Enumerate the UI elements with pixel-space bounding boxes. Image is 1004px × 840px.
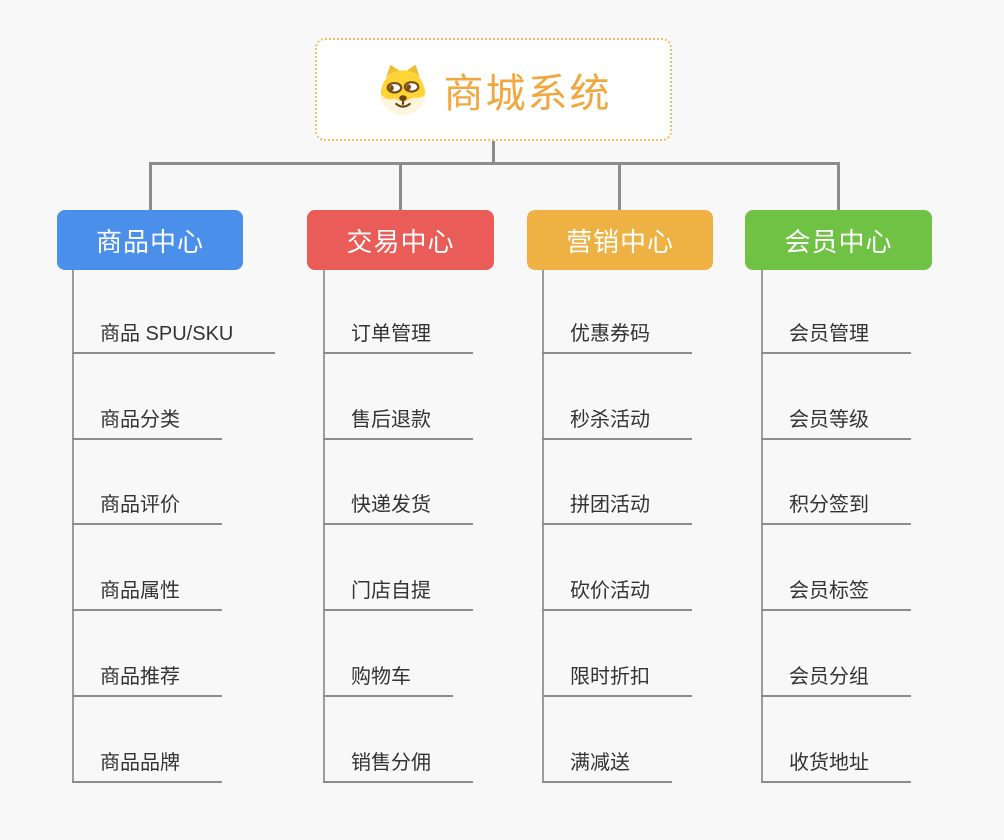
branch-node-trade-center[interactable]: 交易中心 — [307, 210, 494, 270]
trunk-line-marketing-center — [542, 270, 544, 783]
branch-label: 会员中心 — [784, 226, 893, 257]
leaf-node[interactable]: 购物车 — [323, 665, 453, 697]
leaf-node[interactable]: 门店自提 — [323, 579, 473, 611]
connector-drop-member — [837, 163, 840, 210]
branch-label: 商品中心 — [95, 226, 204, 257]
leaf-node[interactable]: 商品分类 — [72, 408, 222, 440]
leaf-node[interactable]: 收货地址 — [761, 751, 911, 783]
leaf-node[interactable]: 商品品牌 — [72, 751, 222, 783]
trunk-line-product-center — [72, 270, 74, 783]
connector-main-horizontal — [149, 162, 840, 165]
leaf-node[interactable]: 秒杀活动 — [542, 408, 692, 440]
leaf-node[interactable]: 商品属性 — [72, 579, 222, 611]
leaf-node[interactable]: 满减送 — [542, 751, 672, 783]
connector-drop-marketing — [618, 163, 621, 210]
branch-node-product-center[interactable]: 商品中心 — [57, 210, 243, 270]
leaf-node[interactable]: 商品 SPU/SKU — [72, 322, 276, 354]
connector-drop-product — [149, 163, 152, 210]
leaf-node[interactable]: 商品评价 — [72, 493, 222, 525]
branch-node-member-center[interactable]: 会员中心 — [745, 210, 932, 270]
leaf-node[interactable]: 会员分组 — [761, 665, 911, 697]
branch-label: 营销中心 — [565, 226, 674, 257]
leaf-node[interactable]: 限时折扣 — [542, 665, 692, 697]
connector-drop-trade — [399, 163, 402, 210]
leaf-node[interactable]: 会员等级 — [761, 408, 911, 440]
branch-label: 交易中心 — [346, 226, 455, 257]
doge-icon — [380, 64, 425, 115]
leaf-node[interactable]: 会员管理 — [761, 322, 911, 354]
leaf-node[interactable]: 会员标签 — [761, 579, 911, 611]
trunk-line-member-center — [761, 270, 763, 783]
leaf-node[interactable]: 商品推荐 — [72, 665, 222, 697]
connector-root-stem — [492, 141, 495, 163]
leaf-node[interactable]: 优惠券码 — [542, 322, 692, 354]
leaf-node[interactable]: 积分签到 — [761, 493, 911, 525]
root-node[interactable]: 商城系统 — [315, 38, 672, 141]
leaf-node[interactable]: 订单管理 — [323, 322, 473, 354]
leaf-node[interactable]: 销售分佣 — [323, 751, 473, 783]
leaf-node[interactable]: 售后退款 — [323, 408, 473, 440]
leaf-node[interactable]: 快递发货 — [323, 493, 473, 525]
leaf-node[interactable]: 砍价活动 — [542, 579, 692, 611]
leaf-node[interactable]: 拼团活动 — [542, 493, 692, 525]
branch-node-marketing-center[interactable]: 营销中心 — [527, 210, 713, 270]
trunk-line-trade-center — [323, 270, 325, 783]
root-title: 商城系统 — [443, 71, 612, 116]
